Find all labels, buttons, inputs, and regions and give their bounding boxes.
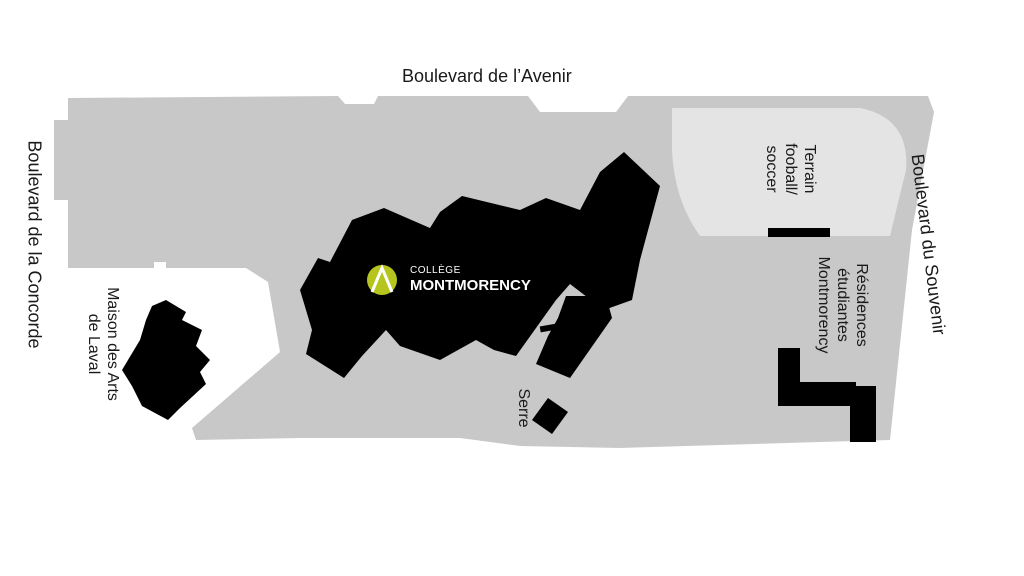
street-west-label: Boulevard de la Concorde xyxy=(24,140,45,349)
maison-des-arts-building xyxy=(122,300,210,420)
maison-label-line2: de Laval xyxy=(85,313,102,375)
residences-building xyxy=(778,348,876,442)
annex-building xyxy=(536,296,612,378)
residences-label: Résidences étudiantes Montmorency xyxy=(813,243,871,367)
logo-big-text: MONTMORENCY xyxy=(410,277,531,294)
maison-label-line1: Maison des Arts xyxy=(104,287,121,401)
field-bar xyxy=(768,228,830,237)
logo-mark xyxy=(370,264,394,293)
street-north-label: Boulevard de l’Avenir xyxy=(402,66,572,86)
terrain-label-line3: soccer xyxy=(763,145,780,193)
terrain-label-line1: Terrain xyxy=(801,144,818,194)
serre-building xyxy=(532,398,568,434)
serre-label: Serre xyxy=(515,388,532,428)
football-field xyxy=(672,108,907,236)
residences-label-line3: Montmorency xyxy=(815,256,832,354)
terrain-label: Terrain fooball/ soccer xyxy=(761,127,819,211)
college-building xyxy=(300,152,660,378)
logo-small-text: COLLÈGE xyxy=(410,265,461,276)
connector xyxy=(539,321,569,333)
residences-label-line1: Résidences xyxy=(853,263,870,347)
residences-label-line2: étudiantes xyxy=(834,268,851,342)
maison-label: Maison des Arts de Laval xyxy=(82,274,122,414)
terrain-label-line2: fooball/ xyxy=(782,143,799,195)
